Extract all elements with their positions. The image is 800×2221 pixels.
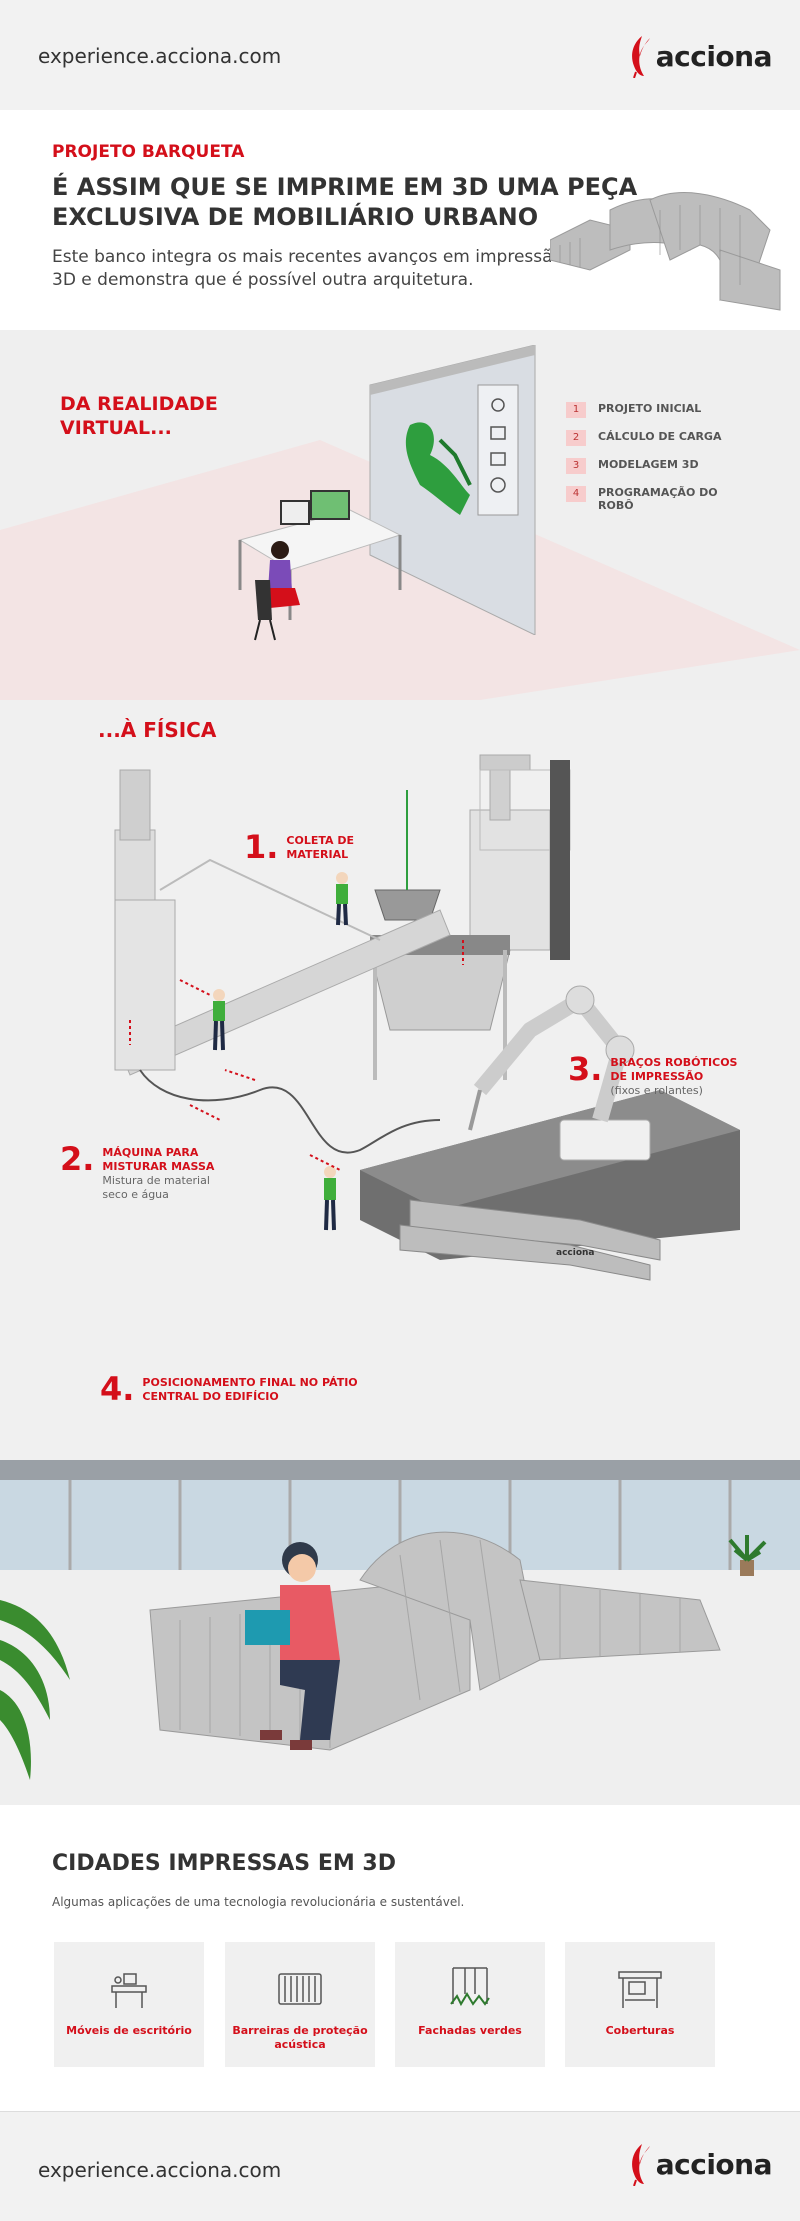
acciona-leaf-icon — [631, 36, 650, 78]
step-label: CÁLCULO DE CARGA — [598, 430, 722, 443]
step-number: 2 — [566, 430, 586, 446]
card-label: Coberturas — [605, 2024, 675, 2037]
step-title: BRAÇOS ROBÓTICOS DE IMPRESSÃO — [610, 1056, 738, 1083]
step-title: MÁQUINA PARA MISTURAR MASSA — [102, 1146, 215, 1173]
card-acoustic-barriers[interactable]: Barreiras de proteção acústica — [225, 1942, 375, 2067]
step-number: 3. — [568, 1050, 603, 1088]
cities-title: CIDADES IMPRESSAS EM 3D — [52, 1851, 396, 1876]
card-label: Barreiras de proteção acústica — [232, 2024, 368, 2051]
step-number: 1 — [566, 402, 586, 418]
step-number: 3 — [566, 458, 586, 474]
step-number: 4. — [100, 1370, 135, 1408]
physical-heading: ...À FÍSICA — [98, 718, 217, 742]
green-facade-icon — [450, 1967, 490, 2007]
step-label: PROJETO INICIAL — [598, 402, 702, 415]
shelter-icon — [618, 1971, 662, 2008]
bench-hero-illustration — [550, 192, 781, 311]
page-title: É ASSIM QUE SE IMPRIME EM 3D UMA PEÇA EX… — [52, 173, 638, 231]
physical-step-2: 2. MÁQUINA PARA MISTURAR MASSA Mistura d… — [60, 1140, 232, 1202]
card-shelters[interactable]: Coberturas — [565, 1942, 715, 2067]
step-description: (fixos e rolantes) — [610, 1084, 703, 1097]
step-number: 1. — [244, 828, 279, 866]
virtual-step-3: 3 MODELAGEM 3D — [566, 458, 738, 474]
virtual-step-1: 1 PROJETO INICIAL — [566, 402, 738, 418]
step-label: PROGRAMAÇÃO DO ROBÔ — [598, 486, 718, 512]
desk-workstation — [238, 490, 402, 641]
acoustic-barrier-icon — [278, 1973, 322, 2005]
worker-2 — [213, 989, 225, 1051]
physical-step-3: 3. BRAÇOS ROBÓTICOS DE IMPRESSÃO (fixos … — [568, 1050, 740, 1098]
step-number: 2. — [60, 1140, 95, 1178]
projection-screen — [369, 345, 536, 635]
site-url[interactable]: experience.acciona.com — [38, 44, 282, 68]
logo-text: acciona — [655, 2147, 773, 2181]
virtual-step-2: 2 CÁLCULO DE CARGA — [566, 430, 738, 446]
acciona-leaf-icon — [631, 2144, 650, 2186]
virtual-reality-section: DA REALIDADE VIRTUAL... 1 PROJETO INICIA… — [0, 330, 800, 700]
logo-text: acciona — [655, 39, 773, 73]
card-green-facades[interactable]: Fachadas verdes — [395, 1942, 545, 2067]
card-label: Fachadas verdes — [418, 2024, 522, 2037]
site-url[interactable]: experience.acciona.com — [38, 2158, 282, 2182]
physical-step-1: 1. COLETA DE MATERIAL — [244, 828, 386, 866]
page-subtitle: Este banco integra os mais recentes avan… — [52, 247, 563, 290]
office-furniture-icon — [111, 1973, 147, 2008]
robot-brand-label: acciona — [556, 1248, 595, 1258]
card-office-furniture[interactable]: Móveis de escritório — [54, 1942, 204, 2067]
virtual-step-4: 4 PROGRAMAÇÃO DO ROBÔ — [566, 486, 738, 512]
step-number: 4 — [566, 486, 586, 502]
worker-1 — [336, 872, 348, 926]
factory-illustration — [114, 754, 740, 1281]
step-title: POSICIONAMENTO FINAL NO PÁTIO CENTRAL DO… — [142, 1376, 358, 1403]
virtual-heading: DA REALIDADE VIRTUAL... — [60, 393, 218, 439]
acciona-logo[interactable]: acciona — [628, 2142, 773, 2186]
worker-3 — [324, 1166, 336, 1231]
page-header: experience.acciona.com acciona — [0, 0, 800, 110]
card-label: Móveis de escritório — [66, 2024, 192, 2037]
project-kicker: PROJETO BARQUETA — [52, 142, 245, 162]
acciona-logo[interactable]: acciona — [628, 34, 773, 78]
step-description: Mistura de material seco e água — [102, 1174, 210, 1201]
cities-subtitle: Algumas aplicações de uma tecnologia rev… — [52, 1895, 465, 1909]
step-label: MODELAGEM 3D — [598, 458, 699, 471]
courtyard-bench-scene — [0, 1460, 800, 1805]
step-title: COLETA DE MATERIAL — [286, 834, 355, 861]
page-footer: experience.acciona.com acciona — [0, 2111, 800, 2221]
physical-step-4: 4. POSICIONAMENTO FINAL NO PÁTIO CENTRAL… — [100, 1370, 372, 1408]
physical-section: ...À FÍSICA — [0, 700, 800, 1805]
